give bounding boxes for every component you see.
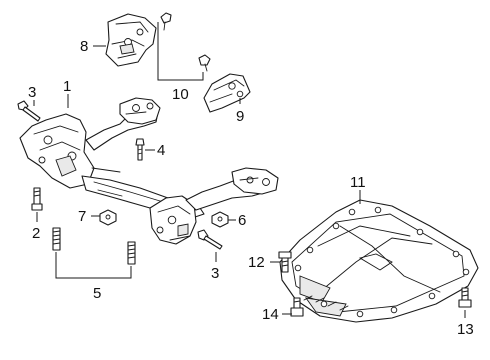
screw-part-12: [278, 251, 292, 273]
callout-5: 5: [93, 285, 101, 302]
nut-part-6: [211, 211, 229, 228]
stud-part-5-right: [127, 241, 136, 265]
callout-4: 4: [157, 142, 165, 159]
callout-13: 13: [457, 321, 474, 338]
nut-part-7: [99, 209, 117, 226]
screw-part-14: [290, 297, 304, 317]
callout-3-lower: 3: [211, 265, 219, 282]
bolt-part-10-upper: [160, 12, 172, 31]
callout-1: 1: [63, 78, 71, 95]
callout-12: 12: [248, 254, 265, 271]
callout-7: 7: [78, 208, 86, 225]
bolt-part-4: [135, 138, 145, 161]
callout-3-upper: 3: [28, 84, 36, 101]
bracket-part-8: [105, 13, 157, 67]
bracket-part-9: [203, 73, 251, 113]
bolt-part-3-lower: [197, 229, 223, 250]
bolt-part-2: [31, 187, 43, 211]
callout-14: 14: [262, 306, 279, 323]
callout-8: 8: [80, 38, 88, 55]
callout-6: 6: [238, 212, 246, 229]
callout-11: 11: [350, 174, 366, 191]
shield-part-11: [279, 199, 479, 323]
bolt-part-10-lower: [198, 54, 211, 72]
callout-2: 2: [32, 225, 40, 242]
screw-part-13: [458, 287, 472, 308]
callout-10: 10: [172, 86, 189, 103]
bolt-part-3-upper: [17, 100, 41, 122]
callout-9: 9: [236, 108, 244, 125]
stud-part-5-left: [52, 227, 61, 251]
subframe-part-1: [19, 97, 279, 245]
leader-lines: [33, 22, 466, 318]
